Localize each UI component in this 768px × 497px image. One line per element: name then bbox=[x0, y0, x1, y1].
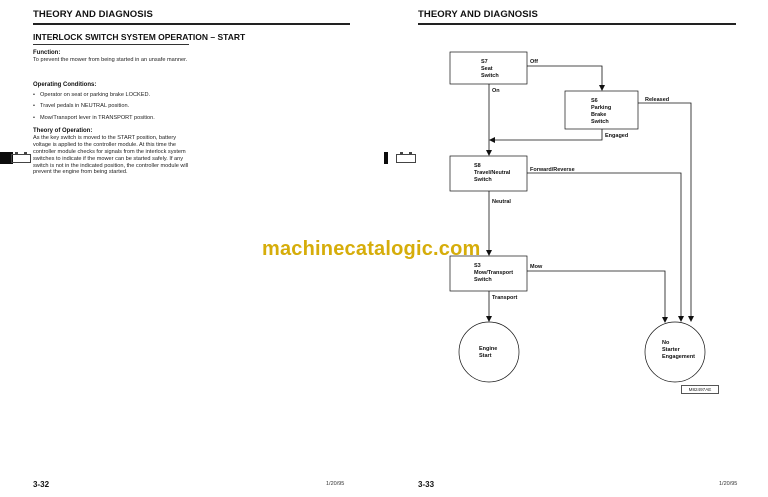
function-heading: Function: bbox=[33, 50, 61, 56]
right-page-date: 1/20/95 bbox=[719, 481, 738, 487]
right-page-number: 3-33 bbox=[418, 480, 435, 489]
no-starter-label-line: No bbox=[662, 340, 670, 346]
left-page-date: 1/20/95 bbox=[326, 481, 345, 487]
section-tab-marker bbox=[0, 152, 13, 164]
theory-heading: Theory of Operation: bbox=[33, 128, 93, 134]
edge-label-released: Released bbox=[645, 97, 669, 103]
left-page: THEORY AND DIAGNOSIS INTERLOCK SWITCH SY… bbox=[0, 0, 384, 497]
theory-text: As the key switch is moved to the START … bbox=[33, 134, 189, 176]
s8-travel-neutral-switch-box bbox=[449, 155, 528, 192]
s6-label-line: Parking bbox=[591, 105, 611, 111]
section-title-rule bbox=[33, 44, 189, 45]
s6-label-line: S6 bbox=[591, 98, 598, 104]
left-header-rule bbox=[33, 23, 350, 25]
mow-wire bbox=[527, 270, 668, 323]
function-block: Function: To prevent the mower from bein… bbox=[33, 50, 193, 64]
s6-parking-brake-switch-box bbox=[564, 90, 639, 130]
right-header-rule bbox=[418, 23, 736, 25]
edge-label-transport: Transport bbox=[492, 295, 518, 301]
s6-label-line: Switch bbox=[591, 119, 609, 125]
battery-icon bbox=[11, 152, 31, 163]
off-wire bbox=[527, 65, 605, 91]
operating-conditions-list: Operator on seat or parking brake LOCKED… bbox=[33, 92, 193, 122]
list-item: Operator on seat or parking brake LOCKED… bbox=[33, 92, 193, 99]
section-title: INTERLOCK SWITCH SYSTEM OPERATION – STAR… bbox=[33, 32, 246, 42]
forward-reverse-wire bbox=[527, 172, 684, 322]
s3-mow-transport-switch-box bbox=[449, 255, 528, 292]
interlock-flow-diagram: S7 Seat Switch S6 Parking Brake Switch S… bbox=[449, 51, 706, 383]
theory-block: Theory of Operation: As the key switch i… bbox=[33, 128, 193, 176]
no-starter-label-line: Starter bbox=[662, 347, 681, 353]
s7-label-line: Switch bbox=[481, 73, 499, 79]
section-tab-marker bbox=[384, 152, 388, 164]
operating-conditions-heading: Operating Conditions: bbox=[33, 82, 97, 88]
figure-id-box: M82497AE bbox=[681, 385, 719, 394]
engaged-wire bbox=[489, 129, 603, 143]
s7-seat-switch-box bbox=[449, 51, 528, 85]
right-page: THEORY AND DIAGNOSIS S7 Seat Switch S6 bbox=[384, 0, 768, 497]
function-text: To prevent the mower from being started … bbox=[33, 56, 188, 63]
edge-label-forward-reverse: Forward/Reverse bbox=[530, 167, 575, 173]
s7-label-line: Seat bbox=[481, 66, 493, 72]
edge-label-mow: Mow bbox=[530, 264, 543, 270]
s6-label-line: Brake bbox=[591, 112, 606, 118]
left-header-title: THEORY AND DIAGNOSIS bbox=[33, 9, 153, 20]
s8-label-line: Travel/Neutral bbox=[474, 170, 511, 176]
s3-label-line: Mow/Transport bbox=[474, 270, 513, 276]
s7-label-line: S7 bbox=[481, 59, 488, 65]
edge-label-off: Off bbox=[530, 59, 538, 65]
right-header-title: THEORY AND DIAGNOSIS bbox=[418, 9, 538, 20]
s8-label-line: Switch bbox=[474, 177, 492, 183]
list-item: Mow/Transport lever in TRANSPORT positio… bbox=[33, 115, 193, 122]
no-starter-engagement-node bbox=[644, 321, 706, 383]
battery-icon bbox=[396, 152, 416, 163]
s3-label-line: S3 bbox=[474, 263, 481, 269]
no-starter-label-line: Engagement bbox=[662, 354, 695, 360]
watermark-text: machinecatalogic.com bbox=[262, 238, 481, 260]
engine-start-node bbox=[458, 321, 520, 383]
left-page-number: 3-32 bbox=[33, 480, 50, 489]
edge-label-neutral: Neutral bbox=[492, 199, 511, 205]
edge-label-engaged: Engaged bbox=[605, 133, 628, 139]
engine-start-label-line: Start bbox=[479, 353, 492, 359]
list-item: Travel pedals in NEUTRAL position. bbox=[33, 103, 193, 110]
released-wire bbox=[638, 102, 694, 322]
s8-label-line: S8 bbox=[474, 163, 481, 169]
operating-conditions-block: Operating Conditions: Operator on seat o… bbox=[33, 82, 193, 126]
edge-label-on: On bbox=[492, 88, 500, 94]
engine-start-label-line: Engine bbox=[479, 346, 497, 352]
s3-label-line: Switch bbox=[474, 277, 492, 283]
